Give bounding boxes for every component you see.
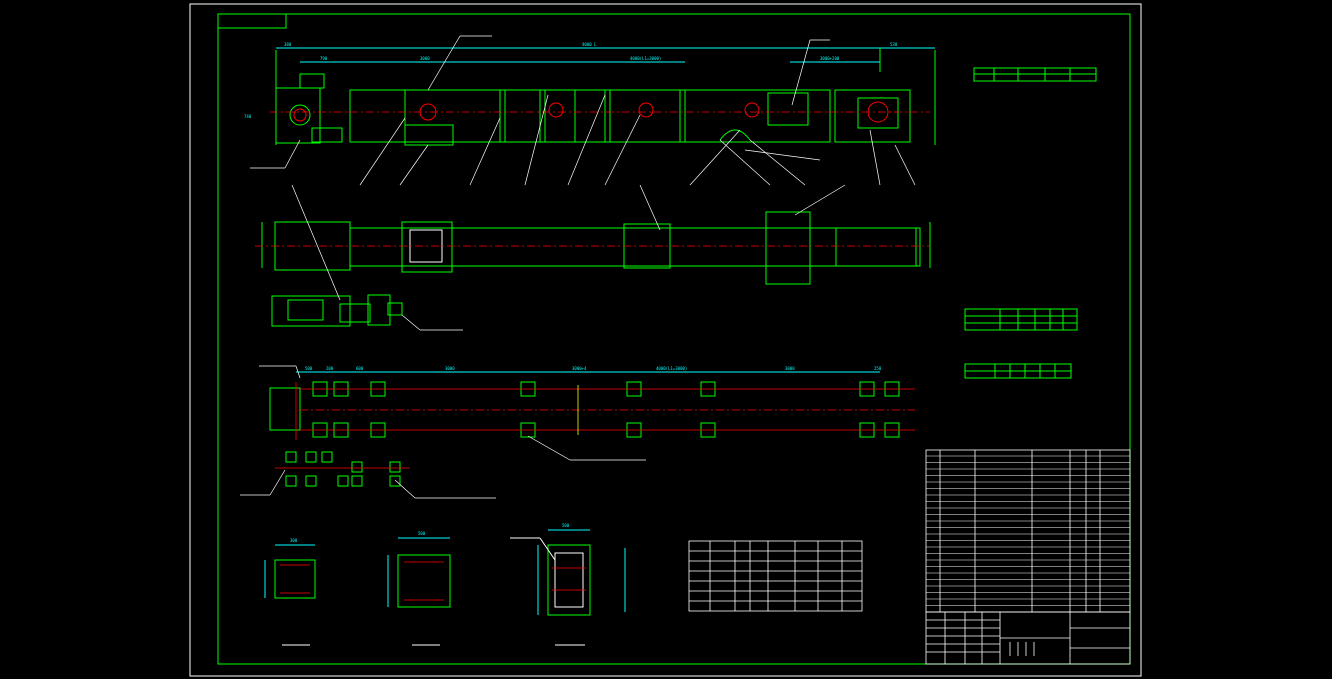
dim-bottom-f: 4000(L1=3000) — [656, 366, 687, 371]
dim-top-left-a: 380 — [284, 42, 292, 47]
bill-of-materials-table — [925, 449, 1131, 613]
dim-bottom-d: 3000 — [445, 366, 455, 371]
section-a — [264, 544, 316, 646]
inner-frame-border — [217, 13, 1131, 665]
dim-bottom-g: 3000 — [785, 366, 795, 371]
bom-rows — [926, 455, 1130, 606]
plan-leaders — [291, 184, 846, 331]
dim-top-right: 530 — [890, 42, 898, 47]
dim-section-c-top: 500 — [562, 523, 570, 528]
parts-list-table-small-2 — [964, 308, 1078, 331]
parts-list-table-small-3 — [964, 363, 1072, 379]
drawing-number-box — [217, 13, 287, 29]
plan-view — [261, 211, 931, 327]
foundation-leaders — [240, 365, 646, 499]
foundation-pads — [285, 381, 900, 487]
elevation-leaders — [250, 35, 916, 186]
dim-section-b-top: 500 — [418, 531, 426, 536]
dimension-labels: 4000 L 3000 4000(L1=3000) 3000+200 380 7… — [244, 42, 898, 543]
dim-bottom-b: 200 — [326, 366, 334, 371]
parts-list-table-small-1 — [973, 67, 1097, 82]
dim-section-a-top: 300 — [290, 538, 298, 543]
section-b — [387, 537, 451, 646]
elevation-view — [275, 47, 936, 146]
foundation-view — [269, 371, 880, 431]
dim-top-seg-a: 3000 — [420, 56, 430, 61]
section-red-lines — [280, 561, 586, 601]
section-c — [510, 529, 626, 646]
dim-bottom-a: 500 — [305, 366, 313, 371]
foundation-red-lines — [275, 382, 915, 469]
dim-top-overall: 4000 L — [582, 42, 597, 47]
title-block — [925, 611, 1131, 665]
technical-spec-table — [688, 540, 863, 612]
dim-top-seg-c: 3000+200 — [820, 56, 840, 61]
dim-bottom-h: 250 — [874, 366, 882, 371]
dim-top-seg-b: 4000(L1=3000) — [630, 56, 661, 61]
dim-height-left: 740 — [244, 114, 252, 119]
dim-bottom-e: 3000+4 — [572, 366, 587, 371]
outer-sheet-border — [189, 3, 1142, 677]
dim-bottom-c: 600 — [356, 366, 364, 371]
dim-top-left-b: 790 — [320, 56, 328, 61]
